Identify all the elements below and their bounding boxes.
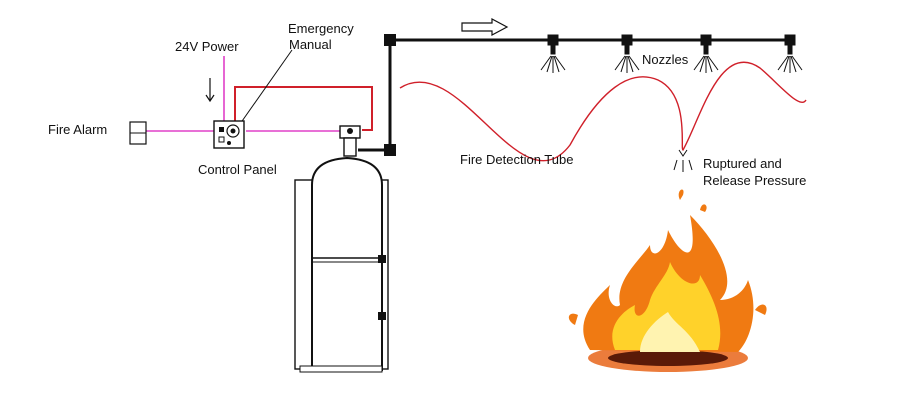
signal-wiring bbox=[146, 56, 340, 132]
emergency-label-line2: Manual bbox=[289, 37, 332, 52]
fire-alarm-device-icon bbox=[129, 121, 147, 145]
fire-alarm-label: Fire Alarm bbox=[48, 122, 108, 137]
spray-nozzle-icon bbox=[777, 34, 803, 73]
fire-detection-tube bbox=[399, 61, 807, 162]
nozzle-group bbox=[540, 34, 803, 73]
emergency-leader-line bbox=[239, 49, 293, 125]
spray-nozzle-icon bbox=[540, 34, 566, 73]
rupture-point-icon bbox=[673, 149, 693, 172]
gas-cylinder-icon bbox=[294, 156, 389, 373]
ruptured-label-line1: Ruptured and bbox=[703, 156, 782, 171]
spray-nozzle-icon bbox=[693, 34, 719, 73]
nozzles-label: Nozzles bbox=[642, 52, 689, 67]
cylinder-valve-icon bbox=[339, 125, 361, 157]
emergency-label-line1: Emergency bbox=[288, 21, 354, 36]
flow-direction-arrow-icon bbox=[461, 18, 509, 36]
fire-icon bbox=[568, 189, 767, 372]
ruptured-label-line2: Release Pressure bbox=[703, 173, 807, 188]
panel-red-line bbox=[234, 86, 373, 131]
spray-nozzle-icon bbox=[614, 34, 640, 73]
detection-tube-label: Fire Detection Tube bbox=[460, 152, 574, 167]
supply-pipe bbox=[358, 38, 790, 152]
power-label: 24V Power bbox=[175, 39, 239, 54]
control-panel-icon bbox=[213, 120, 245, 149]
pipe-fittings bbox=[384, 34, 396, 156]
power-arrow-icon bbox=[205, 78, 215, 103]
control-panel-label: Control Panel bbox=[198, 162, 277, 177]
